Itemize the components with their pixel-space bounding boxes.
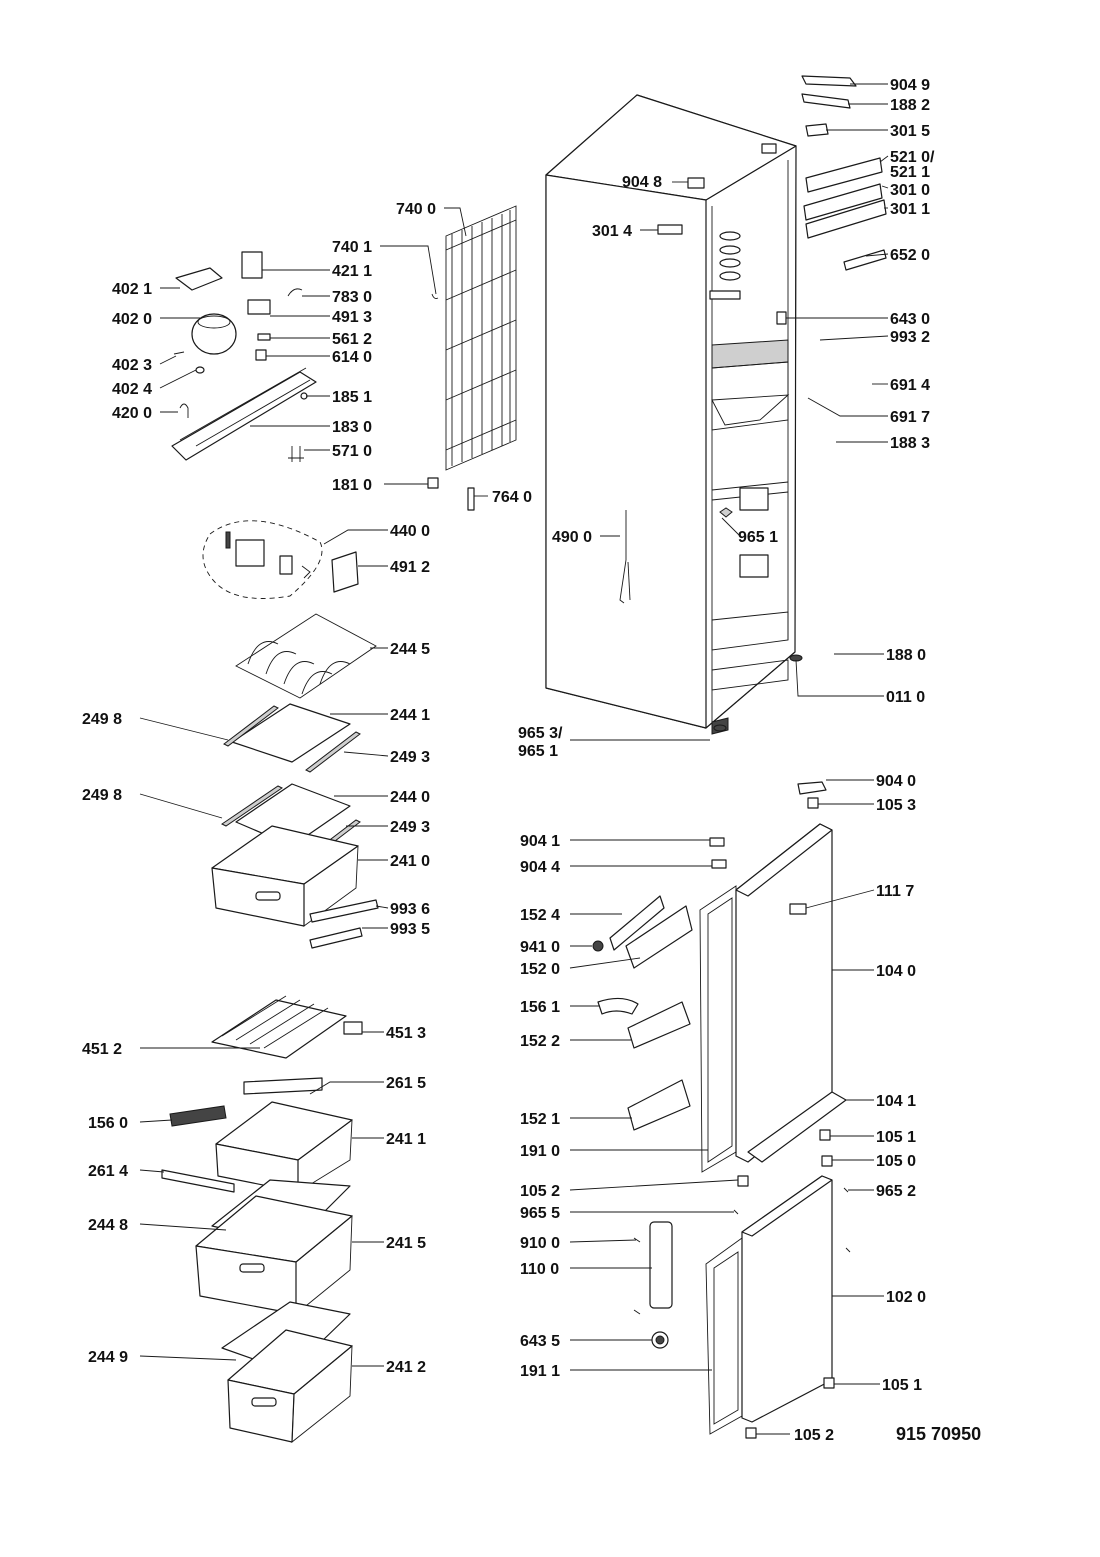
label-188-0: 188 0 (886, 647, 926, 664)
label-965-1-lower: 965 1 (518, 743, 558, 760)
label-105-2-lower: 105 2 (794, 1427, 834, 1444)
label-965-1-upper: 965 1 (738, 529, 778, 546)
label-105-1-upper: 105 1 (876, 1129, 916, 1146)
label-241-1: 241 1 (386, 1131, 426, 1148)
label-249-8-upper: 249 8 (82, 711, 122, 728)
label-451-3: 451 3 (386, 1025, 426, 1042)
label-241-0: 241 0 (390, 853, 430, 870)
label-490-0: 490 0 (552, 529, 592, 546)
label-244-9: 244 9 (88, 1349, 128, 1366)
label-011-0: 011 0 (886, 689, 925, 706)
label-941-0: 941 0 (520, 939, 560, 956)
shelves-and-drawers (161, 703, 379, 1443)
label-261-4: 261 4 (88, 1163, 128, 1180)
label-183-0: 183 0 (332, 419, 372, 436)
label-993-6: 993 6 (390, 901, 430, 918)
label-261-5: 261 5 (386, 1075, 426, 1092)
label-188-2: 188 2 (890, 97, 930, 114)
compressor-assembly (171, 251, 475, 511)
label-301-0: 301 0 (890, 182, 930, 199)
label-241-5: 241 5 (386, 1235, 426, 1252)
label-301-1: 301 1 (890, 201, 930, 218)
label-249-3-lower: 249 3 (390, 819, 430, 836)
label-783-0: 783 0 (332, 289, 372, 306)
label-965-3: 965 3/ (518, 725, 563, 742)
label-440-0: 440 0 (390, 523, 430, 540)
label-402-4: 402 4 (112, 381, 152, 398)
label-691-7: 691 7 (890, 409, 930, 426)
label-451-2: 451 2 (82, 1041, 122, 1058)
label-152-0: 152 0 (520, 961, 560, 978)
label-420-0: 420 0 (112, 405, 152, 422)
label-652-0: 652 0 (890, 247, 930, 264)
label-301-5: 301 5 (890, 123, 930, 140)
label-740-0: 740 0 (396, 201, 436, 218)
label-105-2-upper: 105 2 (520, 1183, 560, 1200)
label-244-0: 244 0 (390, 789, 430, 806)
label-244-8: 244 8 (88, 1217, 128, 1234)
label-191-0: 191 0 (520, 1143, 560, 1160)
condenser-coil (445, 205, 517, 471)
top-control-parts (657, 75, 887, 271)
label-152-1: 152 1 (520, 1111, 560, 1128)
label-249-8-lower: 249 8 (82, 787, 122, 804)
label-105-0: 105 0 (876, 1153, 916, 1170)
label-521-0: 521 0/ (890, 149, 935, 166)
label-521-1: 521 1 (890, 164, 930, 181)
label-904-4: 904 4 (520, 859, 560, 876)
label-105-1-lower: 105 1 (882, 1377, 922, 1394)
label-152-2: 152 2 (520, 1033, 560, 1050)
label-402-3: 402 3 (112, 357, 152, 374)
label-904-1: 904 1 (520, 833, 560, 850)
label-691-4: 691 4 (890, 377, 930, 394)
part-labels: 904 9 188 2 301 5 521 0/ 521 1 301 0 301… (82, 77, 981, 1444)
leader-lines (139, 83, 889, 1435)
diagram-reference-number: 915 70950 (896, 1424, 981, 1444)
label-764-0: 764 0 (492, 489, 532, 506)
label-910-0: 910 0 (520, 1235, 560, 1252)
label-156-0: 156 0 (88, 1115, 128, 1132)
label-156-1: 156 1 (520, 999, 560, 1016)
label-102-0: 102 0 (886, 1289, 926, 1306)
label-188-3: 188 3 (890, 435, 930, 452)
label-402-1: 402 1 (112, 281, 152, 298)
label-965-2: 965 2 (876, 1183, 916, 1200)
label-241-2: 241 2 (386, 1359, 426, 1376)
label-491-3: 491 3 (332, 309, 372, 326)
label-614-0: 614 0 (332, 349, 372, 366)
label-152-4: 152 4 (520, 907, 560, 924)
label-904-0: 904 0 (876, 773, 916, 790)
fan-assembly (202, 520, 359, 599)
label-571-0: 571 0 (332, 443, 372, 460)
label-105-3: 105 3 (876, 797, 916, 814)
label-904-9: 904 9 (890, 77, 930, 94)
label-643-5: 643 5 (520, 1333, 560, 1350)
label-249-3-upper: 249 3 (390, 749, 430, 766)
label-104-0: 104 0 (876, 963, 916, 980)
upper-door (592, 781, 847, 1187)
label-993-5: 993 5 (390, 921, 430, 938)
wine-rack (235, 613, 377, 699)
label-491-2: 491 2 (390, 559, 430, 576)
fridge-cabinet (545, 94, 803, 735)
label-421-1: 421 1 (332, 263, 372, 280)
label-904-8: 904 8 (622, 174, 662, 191)
label-561-2: 561 2 (332, 331, 372, 348)
label-740-1: 740 1 (332, 239, 372, 256)
label-993-2: 993 2 (890, 329, 930, 346)
label-181-0: 181 0 (332, 477, 372, 494)
label-191-1: 191 1 (520, 1363, 560, 1380)
label-244-5: 244 5 (390, 641, 430, 658)
label-402-0: 402 0 (112, 311, 152, 328)
label-111-7: 111 7 (876, 883, 914, 900)
label-301-4: 301 4 (592, 223, 632, 240)
label-104-1: 104 1 (876, 1093, 916, 1110)
label-965-5: 965 5 (520, 1205, 560, 1222)
label-185-1: 185 1 (332, 389, 372, 406)
label-643-0: 643 0 (890, 311, 930, 328)
label-110-0: 110 0 (520, 1261, 559, 1278)
label-244-1: 244 1 (390, 707, 430, 724)
lower-door (633, 1175, 851, 1439)
